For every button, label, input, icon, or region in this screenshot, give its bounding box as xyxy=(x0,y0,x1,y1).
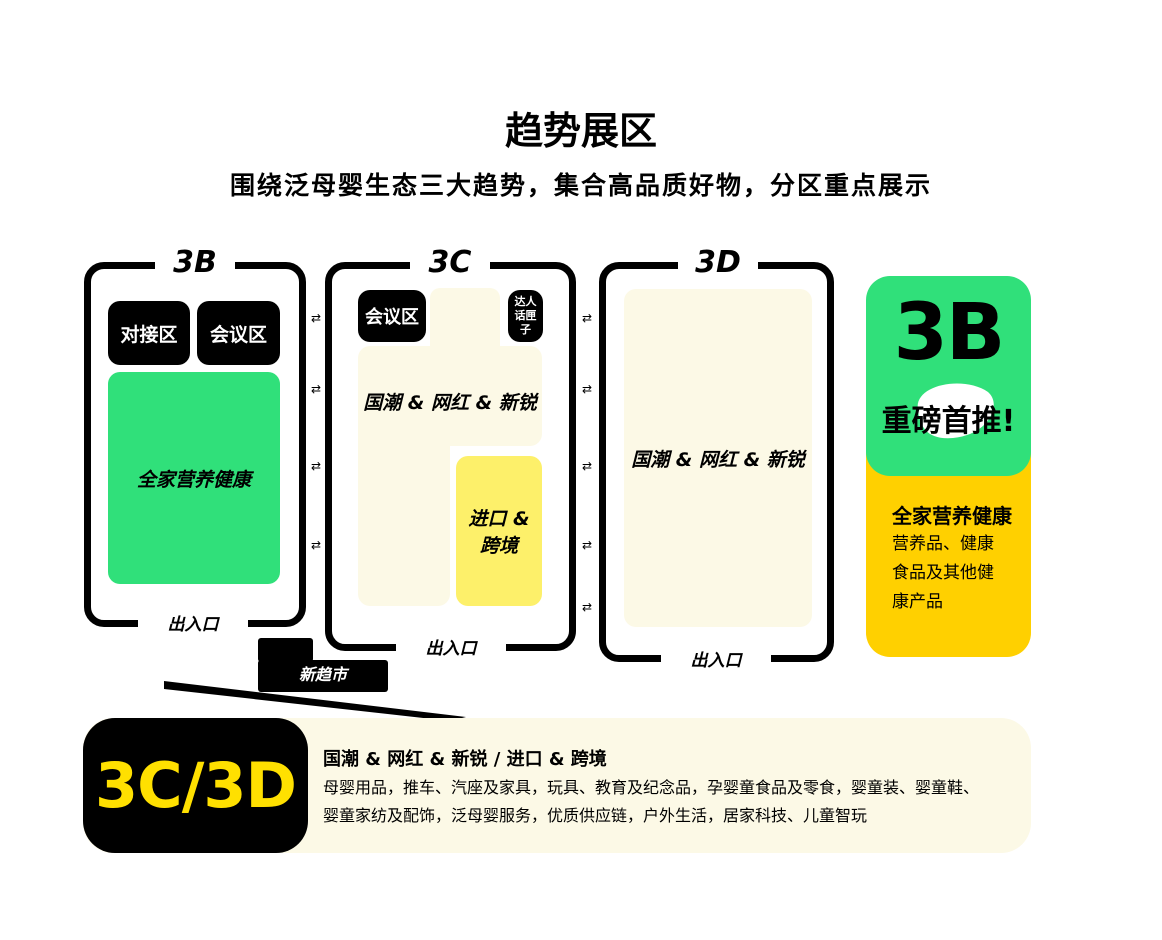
hall-3d-label: 3D xyxy=(678,245,758,281)
badge-card-desc-2: 食品及其他健 xyxy=(892,563,994,583)
banner-badge-3c3d: 3C/3D xyxy=(83,718,308,853)
hall-3b-exit: 出入口 xyxy=(138,612,248,638)
hall-3b-label: 3B xyxy=(155,245,235,281)
badge-card-desc-3: 康产品 xyxy=(892,592,943,612)
badge-card: 3B 重磅首推! 全家营养健康 营养品、健康 食品及其他健 康产品 xyxy=(866,276,1031,657)
zone-3c-main-bg-top xyxy=(430,288,500,348)
page-title: 趋势展区 xyxy=(504,109,657,153)
hall-3d-exit: 出入口 xyxy=(661,648,771,674)
badge-blob-shape xyxy=(917,383,994,439)
badge-card-top xyxy=(866,276,1031,476)
connector-arrow: ⇄ xyxy=(581,382,593,396)
zone-3b-family-health: 全家营养健康 xyxy=(108,372,280,584)
badge-push-label: 重磅首推! xyxy=(881,404,1016,439)
connector-arrow: ⇄ xyxy=(310,382,322,396)
connector-arrow: ⇄ xyxy=(310,538,322,552)
badge-card-desc-1: 营养品、健康 xyxy=(892,534,994,554)
connector-arrow: ⇄ xyxy=(310,311,322,325)
zone-3b-duijie: 对接区 xyxy=(108,301,190,365)
connector-arrow: ⇄ xyxy=(310,459,322,473)
hall-3c-label: 3C xyxy=(410,245,490,281)
connector-arrow: ⇄ xyxy=(581,311,593,325)
banner-desc-1: 母婴用品，推车、汽座及家具，玩具、教育及纪念品，孕婴童食品及零食，婴童装、婴童鞋… xyxy=(323,778,980,797)
connector-arrow: ⇄ xyxy=(581,459,593,473)
zone-3c-main-label: 国潮 & 网红 & 新锐 xyxy=(363,392,537,414)
new-market-block-top xyxy=(258,638,313,662)
new-market-label: 新趋市 xyxy=(258,660,388,692)
zone-3c-daren: 达人话匣子 xyxy=(508,290,543,342)
badge-3b-label: 3B xyxy=(893,288,1006,378)
page-subtitle: 围绕泛母婴生态三大趋势，集合高品质好物，分区重点展示 xyxy=(229,171,932,200)
zone-3c-huiyi: 会议区 xyxy=(358,290,426,342)
zone-3c-main-bg-low xyxy=(358,430,450,606)
banner-desc-2: 婴童家纺及配饰，泛母婴服务，优质供应链，户外生活，居家科技、儿童智玩 xyxy=(323,806,868,825)
pointer-line xyxy=(164,681,466,721)
hall-3c-exit: 出入口 xyxy=(396,636,506,662)
connector-arrow: ⇄ xyxy=(581,600,593,614)
badge-card-title: 全家营养健康 xyxy=(892,504,1012,528)
banner-title: 国潮 & 网红 & 新锐 / 进口 & 跨境 xyxy=(323,749,607,770)
zone-3c-import: 进口 & 跨境 xyxy=(456,456,542,606)
zone-3c-main-bg-mid xyxy=(358,346,542,446)
connector-arrow: ⇄ xyxy=(581,538,593,552)
zone-3b-huiyi: 会议区 xyxy=(197,301,280,365)
zone-3d-main: 国潮 & 网红 & 新锐 xyxy=(624,289,812,627)
